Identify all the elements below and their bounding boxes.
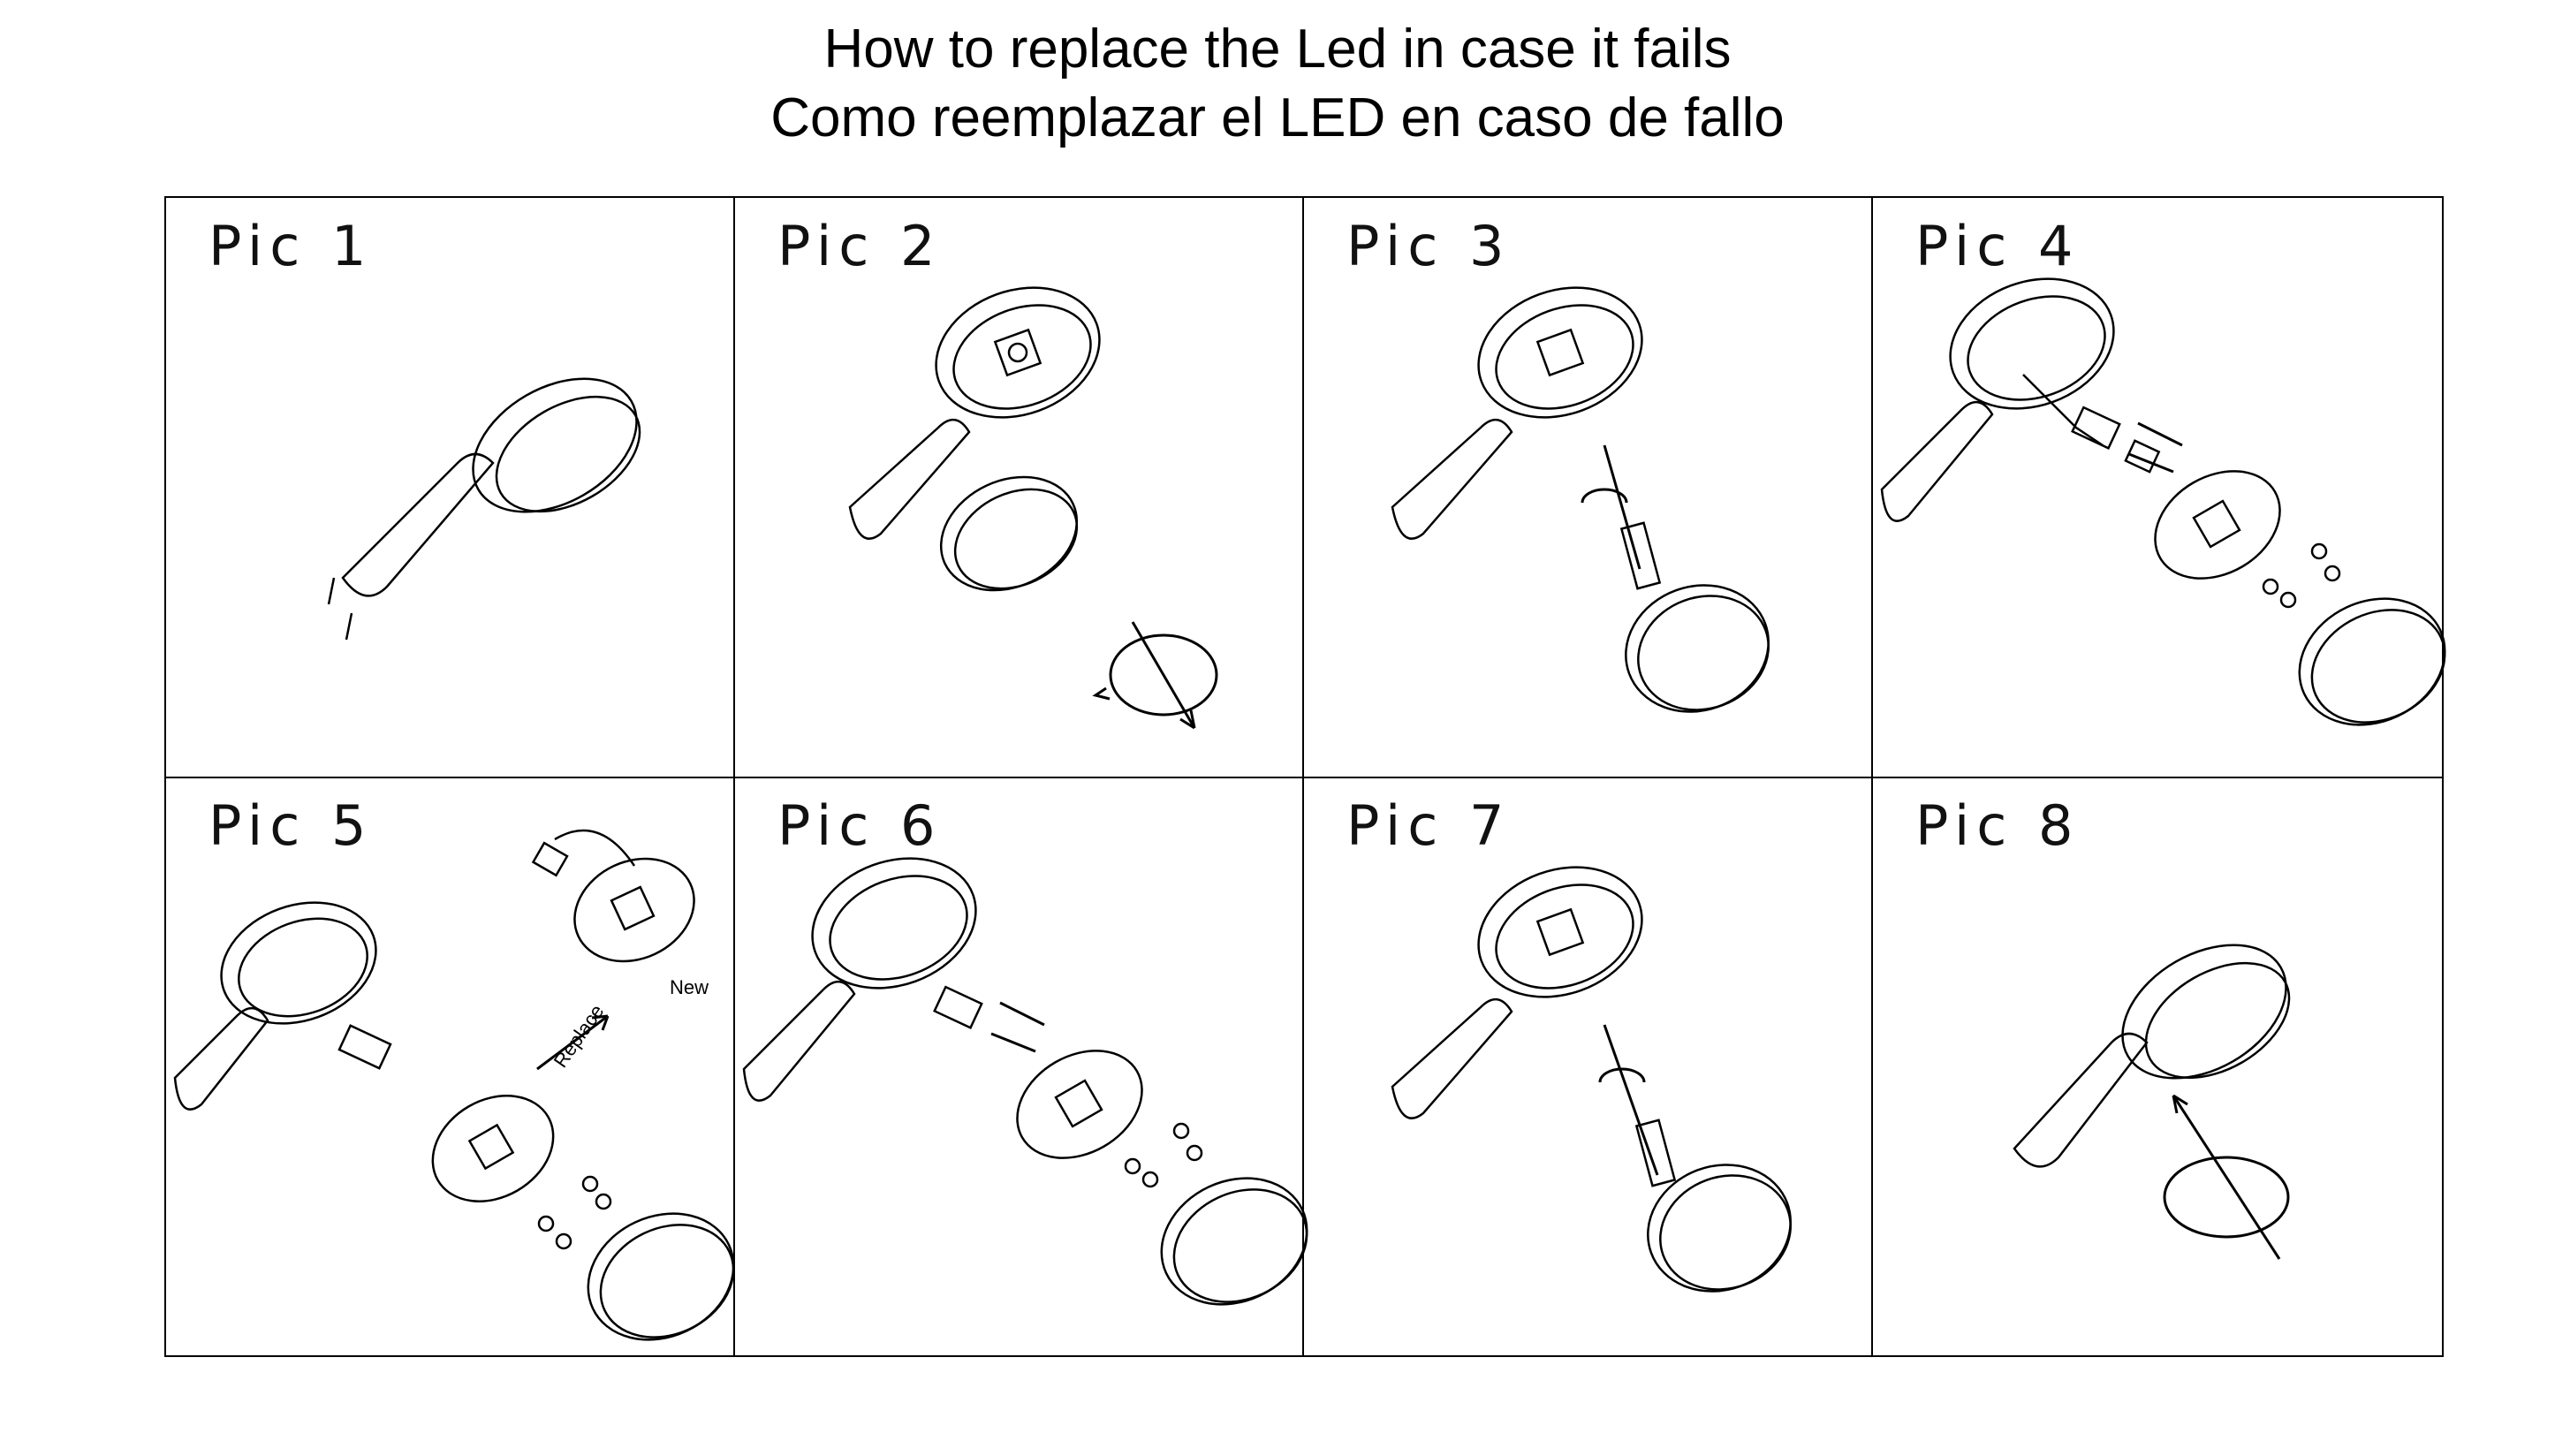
panel-pic-2: Pic 2: [735, 198, 1304, 777]
panel-pic-1: Pic 1: [166, 198, 735, 777]
panel-label: Pic 2: [777, 214, 943, 278]
panel-pic-5: Pic 5 Replace New: [166, 777, 735, 1357]
new-annotation: New: [670, 976, 709, 998]
grid-divider: [166, 777, 2442, 778]
panel-label: Pic 6: [777, 793, 943, 858]
replace-annotation: Replace: [550, 1000, 609, 1071]
replace-led-illustration: Replace New: [173, 829, 735, 1341]
panel-label: Pic 4: [1915, 214, 2081, 278]
panel-label: Pic 5: [208, 793, 374, 858]
title-english: How to replace the Led in case it fails: [823, 19, 1732, 80]
disconnect-illustration: [1880, 277, 2446, 726]
panel-label: Pic 7: [1346, 793, 1512, 858]
panel-label: Pic 3: [1346, 214, 1512, 278]
lamp-illustration: [327, 377, 641, 641]
screw-illustration: [1391, 866, 1792, 1293]
unscrew-illustration: [1391, 286, 1770, 713]
lamp-open-illustration: [848, 286, 1218, 730]
reconnect-illustration: [742, 857, 1308, 1306]
panel-label: Pic 1: [208, 214, 374, 278]
panel-pic-4: Pic 4: [1873, 198, 2446, 777]
panel-pic-3: Pic 3: [1304, 198, 1873, 777]
panel-pic-7: Pic 7: [1304, 777, 1873, 1357]
instruction-grid: Pic 1 Pic 2 Pic 3: [164, 196, 2446, 1357]
panel-pic-6: Pic 6: [735, 777, 1308, 1357]
close-lamp-illustration: [2013, 944, 2291, 1260]
title-spanish: Como reemplazar el LED en caso de fallo: [770, 87, 1785, 148]
panel-label: Pic 8: [1915, 793, 2081, 858]
panel-pic-8: Pic 8: [1873, 777, 2442, 1357]
